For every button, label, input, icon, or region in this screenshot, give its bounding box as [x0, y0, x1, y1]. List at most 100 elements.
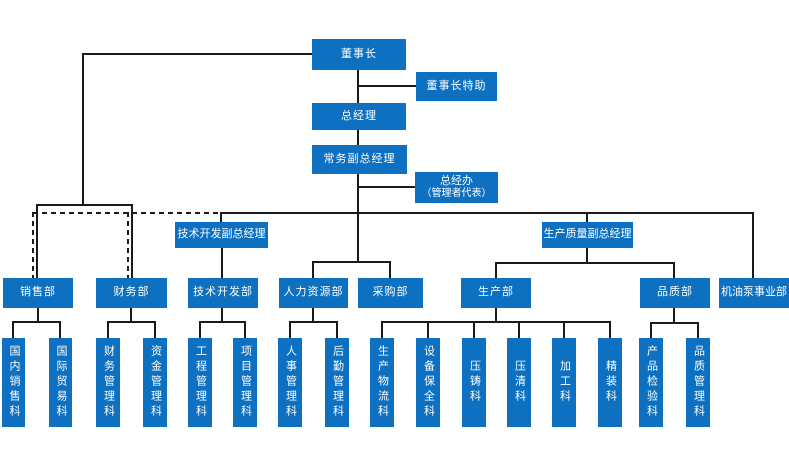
production-department-label: 生产部: [478, 286, 514, 299]
connector-techdev-down: [221, 308, 223, 323]
quality-department-label: 品质部: [657, 286, 693, 299]
connector-equipment-drop: [427, 321, 429, 338]
chairman-label: 董事长: [341, 47, 377, 60]
connector-left-riser: [82, 53, 84, 205]
project-management-section-label: 项目管理科: [239, 345, 252, 420]
chairman-assistant-box: 董事长特助: [416, 72, 497, 101]
connector-finance-drop-solid: [131, 204, 133, 279]
connector-sales-children-bus: [13, 321, 61, 323]
machining-section-label: 加工科: [558, 360, 571, 405]
connector-hr-down: [312, 308, 314, 323]
connector-gmoffice-branch: [358, 186, 415, 188]
logistics-management-section-label: 后勤管理科: [331, 345, 344, 420]
connector-production-logistics-drop: [381, 321, 383, 338]
executive-deputy-gm-label: 常务副总经理: [323, 152, 396, 165]
gm-office-label-line2: （管理者代表）: [421, 188, 492, 200]
die-casting-section-box: 压铸科: [462, 338, 486, 427]
funds-management-section-box: 资金管理科: [143, 338, 167, 427]
connector-die-casting-drop: [473, 321, 475, 338]
connector-hr-drop: [312, 261, 314, 279]
connector-hr-purchasing-bus: [313, 261, 391, 263]
funds-management-section-label: 资金管理科: [149, 345, 162, 420]
sales-department-box: 销售部: [3, 278, 73, 308]
connector-funds-mgmt-drop: [154, 321, 156, 338]
purchasing-department-label: 采购部: [372, 286, 409, 299]
international-trade-section-label: 国际贸易科: [55, 345, 67, 420]
personnel-management-section-box: 人事管理科: [278, 338, 302, 427]
financial-management-section-label: 财务管理科: [102, 345, 115, 420]
connector-logistics-mgmt-drop: [336, 321, 338, 338]
finance-department-box: 财务部: [96, 278, 167, 308]
connector-quality-mgmt-drop: [697, 322, 699, 338]
pressure-cleaning-section-box: 压清科: [507, 338, 531, 427]
general-manager-label: 总经理: [341, 109, 377, 122]
connector-finance-down: [130, 308, 132, 323]
production-quality-deputy-gm-box: 生产质量副总经理: [542, 222, 633, 248]
connector-evp-down: [357, 174, 359, 263]
connector-techdeputy-drop: [220, 212, 222, 223]
hr-department-box: 人力资源部: [279, 278, 348, 308]
sales-department-label: 销售部: [20, 286, 56, 299]
die-casting-section-label: 压铸科: [468, 360, 481, 405]
connector-main-bus: [220, 212, 754, 214]
connector-finishing-drop: [609, 321, 611, 338]
connector-techdev-children-bus: [200, 321, 246, 323]
connector-qualitydeputy-drop: [586, 212, 588, 223]
tech-dev-deputy-gm-label: 技术开发副总经理: [177, 228, 266, 241]
connector-techdeputy-techdev: [221, 248, 223, 279]
connector-production-down: [495, 308, 497, 323]
machining-section-box: 加工科: [552, 338, 576, 427]
connector-production-children-bus: [382, 321, 611, 323]
engineering-management-section-box: 工程管理科: [188, 338, 212, 427]
tech-dev-department-label: 技术开发部: [193, 286, 253, 299]
connector-oilpump-drop: [752, 212, 754, 279]
connector-gm-evp: [357, 130, 359, 146]
gm-office-box: 总经办 （管理者代表）: [415, 172, 498, 203]
production-logistics-section-label: 生产物流科: [376, 345, 389, 420]
connector-assistant-branch: [358, 85, 416, 87]
tech-dev-deputy-gm-box: 技术开发副总经理: [175, 222, 268, 248]
purchasing-department-box: 采购部: [358, 278, 423, 308]
gm-office-label-line1: 总经办: [440, 174, 473, 187]
connector-engineering-drop: [199, 321, 201, 338]
personnel-management-section-label: 人事管理科: [284, 345, 297, 420]
domestic-sales-section-box: 国内销售科: [2, 338, 25, 427]
engineering-management-section-label: 工程管理科: [194, 345, 207, 420]
connector-machining-drop: [563, 321, 565, 338]
general-manager-box: 总经理: [312, 103, 406, 130]
international-trade-section-box: 国际贸易科: [49, 338, 72, 427]
chairman-assistant-label: 董事长特助: [426, 79, 487, 92]
connector-qualitydeputy-down: [586, 248, 588, 264]
tech-dev-department-box: 技术开发部: [188, 278, 258, 308]
connector-inspection-drop: [650, 322, 652, 338]
connector-quality-down: [673, 308, 675, 324]
oil-pump-division-box: 机油泵事业部: [719, 278, 789, 308]
connector-pressure-cleaning-drop: [518, 321, 520, 338]
finishing-section-label: 精装科: [604, 360, 617, 405]
connector-project-drop: [244, 321, 246, 338]
connector-sales-drop-dashed: [32, 212, 34, 279]
finishing-section-box: 精装科: [598, 338, 622, 427]
finance-department-label: 财务部: [113, 286, 150, 299]
executive-deputy-gm-box: 常务副总经理: [312, 145, 407, 174]
project-management-section-box: 项目管理科: [233, 338, 257, 427]
connector-sales-drop-solid: [36, 204, 38, 279]
connector-finance-drop-dashed: [127, 212, 129, 279]
logistics-management-section-box: 后勤管理科: [325, 338, 349, 427]
financial-management-section-box: 财务管理科: [96, 338, 120, 427]
equipment-maintenance-section-box: 设备保全科: [416, 338, 440, 427]
connector-sales-down: [37, 308, 39, 323]
connector-finance-children-bus: [108, 321, 156, 323]
quality-management-section-label: 品质管理科: [692, 345, 705, 420]
connector-domestic-sales-drop: [12, 321, 14, 338]
connector-hr-children-bus: [290, 321, 338, 323]
product-inspection-section-label: 产品检验科: [645, 345, 658, 420]
connector-chairman-left: [83, 53, 313, 55]
connector-production-drop: [495, 262, 497, 279]
connector-personnel-drop: [289, 321, 291, 338]
quality-management-section-box: 品质管理科: [686, 338, 710, 427]
oil-pump-division-label: 机油泵事业部: [721, 286, 787, 299]
domestic-sales-section-label: 国内销售科: [8, 345, 20, 420]
pressure-cleaning-section-label: 压清科: [513, 360, 526, 405]
connector-quality-drop: [673, 262, 675, 279]
